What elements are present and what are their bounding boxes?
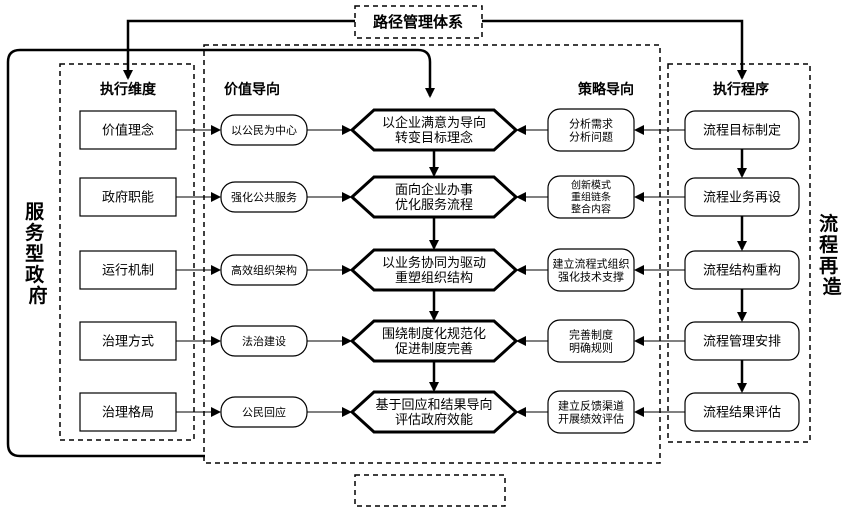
center-label: 以业务协同为驱动	[382, 255, 486, 271]
dimension-box	[79, 321, 177, 361]
value-label: 以公民为中心	[231, 124, 297, 137]
value-label: 法治建设	[242, 334, 286, 348]
dimension-label: 治理格局	[102, 405, 154, 421]
strategy-label: 分析问题	[569, 129, 613, 143]
dimension-box	[79, 250, 177, 290]
value-label: 高效组织架构	[231, 263, 297, 277]
exec-procedure-frame	[667, 63, 811, 443]
dimension-box	[79, 110, 177, 150]
header-exec-procedure: 执行程序	[713, 81, 769, 98]
top-right-arrow	[482, 19, 747, 80]
strategy-label: 整合内容	[571, 203, 611, 216]
strategy-label: 强化技术支撑	[558, 269, 624, 283]
strategy-label: 完善制度	[569, 327, 613, 341]
value-label: 公民回应	[242, 405, 286, 419]
strategy-label: 分析需求	[569, 116, 613, 130]
left-vertical-title: 服 务 型 政 府	[25, 201, 51, 307]
center-label: 面向企业办事	[395, 182, 473, 198]
strategy-label: 建立反馈渠道	[558, 398, 624, 412]
header-exec-dimension: 执行维度	[100, 81, 157, 98]
dimension-label: 运行机制	[102, 264, 154, 279]
right-vertical-title: 流 程 再 造	[819, 212, 845, 298]
strategy-label: 建立流程式组织	[553, 256, 630, 270]
value-label: 强化公共服务	[231, 190, 297, 204]
dimension-box	[79, 177, 177, 217]
header-value-orientation: 价值导向	[224, 81, 280, 98]
center-label: 评估政府效能	[395, 413, 473, 428]
strategy-label: 明确规则	[569, 340, 613, 354]
center-label: 促进制度完善	[395, 341, 473, 357]
content-system-frame	[203, 44, 661, 464]
strategy-label: 创新模式	[571, 179, 611, 192]
center-label: 转变目标理念	[395, 130, 473, 146]
center-label: 基于回应和结果导向	[375, 397, 492, 413]
strategy-label: 重组链条	[571, 191, 611, 204]
top-left-arrow	[123, 19, 355, 80]
center-label: 围绕制度化规范化	[382, 326, 486, 342]
outer-loop-arrow	[6, 48, 435, 458]
strategy-label: 开展绩效评估	[558, 411, 624, 425]
procedure-label: 流程结构重构	[703, 263, 781, 279]
procedure-label: 流程目标制定	[703, 124, 781, 139]
center-label: 以企业满意为导向	[382, 115, 486, 131]
top-title: 路径管理体系	[373, 13, 463, 31]
header-strategy-orientation: 策略导向	[577, 81, 634, 98]
procedure-label: 流程结果评估	[703, 406, 781, 421]
dimension-label: 治理方式	[102, 334, 154, 350]
bottom-title-frame	[354, 474, 506, 507]
procedure-label: 流程管理安排	[703, 335, 781, 350]
center-label: 优化服务流程	[395, 197, 473, 213]
dimension-label: 政府职能	[102, 191, 154, 206]
procedure-label: 流程业务再设	[703, 190, 781, 206]
center-label: 重塑组织结构	[395, 270, 473, 286]
dimension-label: 价值理念	[102, 123, 154, 139]
